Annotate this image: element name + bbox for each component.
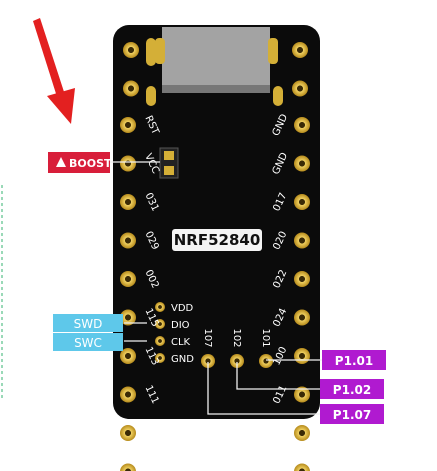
pad-right-104	[294, 425, 310, 441]
pad-top-right-2	[292, 80, 308, 97]
p107-label: P1.07	[333, 408, 371, 422]
pad-right-100	[294, 348, 310, 364]
pad-right-017	[294, 194, 310, 210]
pad-right-gnd	[294, 117, 310, 133]
pad-left-010	[120, 425, 136, 441]
pad-right-022	[294, 271, 310, 287]
swd-label: SWD	[74, 317, 103, 331]
pad-right-011	[294, 386, 310, 403]
p101-callout: P1.01	[322, 350, 386, 370]
pad-left-vcc	[120, 155, 136, 172]
pin-label-bottom-101: 101	[260, 328, 271, 347]
pad-debug-gnd	[155, 353, 165, 363]
pad-right-106	[294, 463, 310, 471]
p107-callout: P1.07	[320, 404, 384, 424]
pad-top-right	[292, 42, 308, 58]
pin-label-left-010: 010	[143, 422, 161, 444]
pcb-board	[113, 25, 320, 419]
pad-debug-vdd	[155, 302, 165, 312]
chip-label: NRF52840	[174, 231, 261, 249]
p101-label: P1.01	[335, 354, 373, 368]
pad-bottom-102	[230, 354, 244, 368]
debug-label-clk: CLK	[171, 337, 191, 348]
pin-label-bottom-107: 107	[202, 328, 213, 347]
pad-debug-clk	[155, 336, 165, 346]
pin-label-left-009: 009	[143, 461, 161, 471]
pad-debug-dio	[155, 319, 165, 329]
debug-label-vdd: VDD	[171, 303, 194, 314]
pointer-arrow-icon	[33, 18, 75, 124]
pad-top-left-2	[123, 80, 139, 97]
p102-label: P1.02	[333, 383, 371, 397]
boost-callout: BOOST	[48, 152, 112, 173]
debug-label-gnd: GND	[171, 354, 194, 365]
swc-label: SWC	[74, 336, 102, 350]
pad-top-left	[123, 42, 139, 58]
swd-callout: SWD	[53, 314, 123, 332]
p102-callout: P1.02	[320, 379, 384, 399]
warning-triangle-icon	[56, 157, 66, 167]
pad-left-029	[120, 232, 136, 249]
pin-label-right-104: 104	[271, 422, 289, 444]
pin-label-bottom-102: 102	[231, 328, 242, 347]
boost-label: BOOST	[69, 157, 112, 170]
debug-label-dio: DIO	[171, 320, 190, 331]
pad-left-rst	[120, 117, 136, 133]
pad-left-111	[120, 386, 136, 403]
usb-connector	[162, 27, 270, 89]
pad-right-024	[294, 309, 310, 326]
pad-bottom-101	[259, 354, 273, 368]
pad-bottom-107	[201, 354, 215, 368]
pad-right-gnd	[294, 155, 310, 172]
swc-callout: SWC	[53, 333, 123, 351]
pin-pads	[120, 42, 310, 471]
pad-left-031	[120, 194, 136, 210]
chip-label-box	[172, 229, 262, 251]
pad-left-113	[120, 348, 136, 364]
pad-left-115	[120, 309, 136, 326]
pin-label-right-106: 106	[271, 461, 289, 471]
pin-labels: RSTVCC031029002115113111010009GNDGND0170…	[142, 112, 290, 471]
leader-lines	[108, 161, 322, 415]
pad-left-009	[120, 463, 136, 471]
pad-right-020	[294, 232, 310, 249]
pad-left-002	[120, 271, 136, 287]
